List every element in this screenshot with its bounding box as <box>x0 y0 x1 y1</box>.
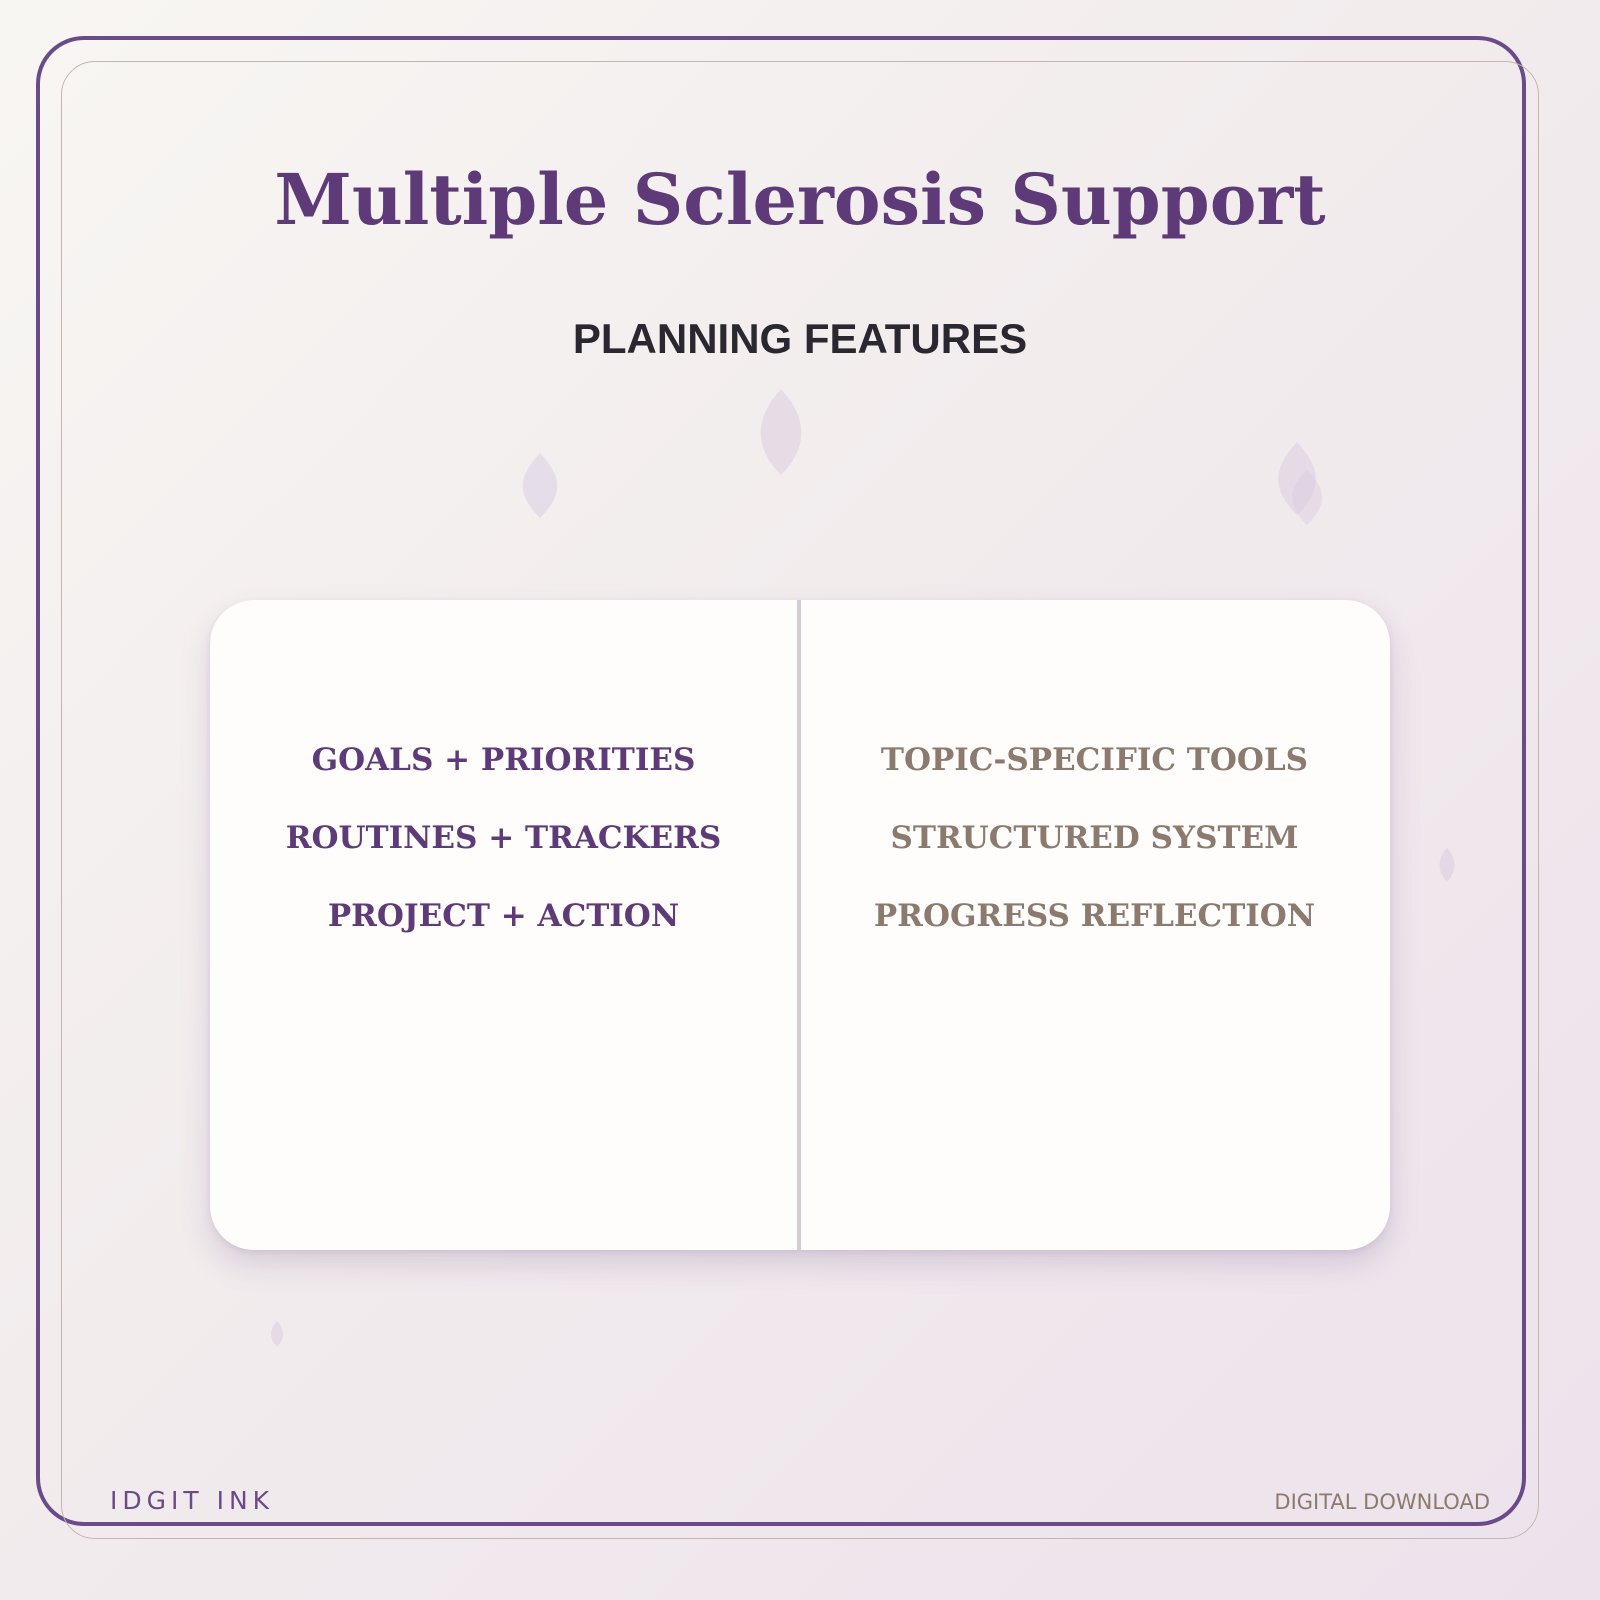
page-subtitle: PLANNING FEATURES <box>572 315 1028 362</box>
column-divider <box>797 600 801 1250</box>
brand-name: IDGIT INK <box>110 1486 275 1515</box>
outer-frame <box>36 36 1526 1526</box>
feature-item: STRUCTURED SYSTEM <box>890 820 1299 856</box>
download-badge: DIGITAL DOWNLOAD <box>1274 1490 1490 1514</box>
petal-icon <box>1439 848 1455 882</box>
features-left-column: GOALS + PRIORITIES ROUTINES + TRACKERS P… <box>210 740 797 974</box>
petal-icon <box>760 389 802 475</box>
petal-icon <box>522 453 558 518</box>
feature-item: PROJECT + ACTION <box>327 898 680 934</box>
page-title: Multiple Sclerosis Support <box>274 158 1326 241</box>
feature-item: GOALS + PRIORITIES <box>311 742 696 778</box>
feature-item: TOPIC-SPECIFIC TOOLS <box>880 742 1309 778</box>
petal-icon <box>1292 470 1322 525</box>
features-card: GOALS + PRIORITIES ROUTINES + TRACKERS P… <box>210 600 1390 1250</box>
feature-item: ROUTINES + TRACKERS <box>285 820 722 856</box>
feature-item: PROGRESS REFLECTION <box>873 898 1316 934</box>
features-right-column: TOPIC-SPECIFIC TOOLS STRUCTURED SYSTEM P… <box>801 740 1388 974</box>
petal-icon <box>271 1321 283 1347</box>
inner-frame <box>61 61 1539 1539</box>
